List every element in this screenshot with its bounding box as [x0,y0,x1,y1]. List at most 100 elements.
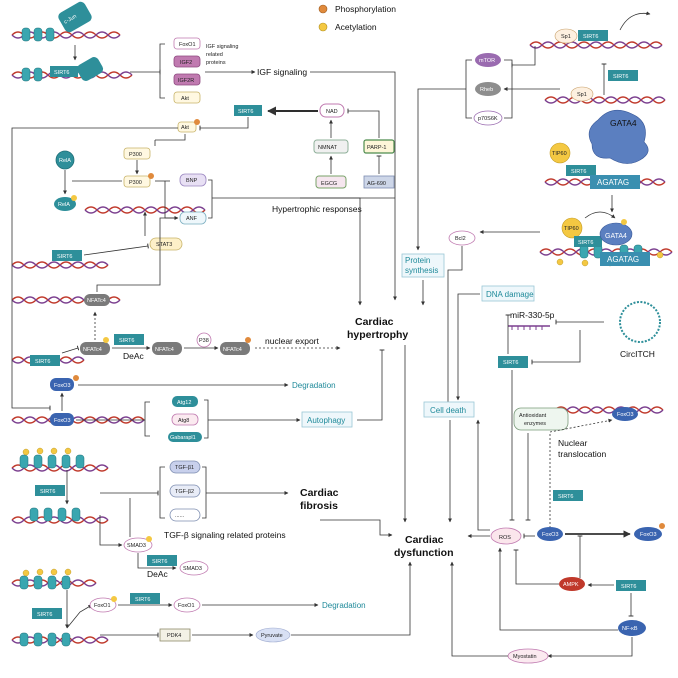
gata4-node [588,109,649,164]
sirt6-gata-node [566,165,596,176]
nfatc4-ac-label: NFATc4 [83,347,102,353]
atg12-label: Atg12 [177,400,191,406]
nfatc4-p-node [220,342,250,355]
nfatc4-label: NFATc4 [155,347,174,353]
bracket [159,466,165,519]
foxo3-right-label: FoxO3 [542,532,559,538]
gata4b-node [599,222,633,246]
relab-label: RelA [58,202,70,208]
dna-strand-12 [529,41,663,49]
arrow [619,11,651,31]
antioxidant-node [513,407,569,431]
nfatc4-ac-node [80,342,110,355]
nucleosome-icon [19,632,29,647]
nucleosome-icon [47,454,57,469]
outcomes: Cardiac hypertrophy Cardiac fibrosis Car… [300,197,454,559]
inhibit-arrow [357,349,385,421]
autophagy-node [301,411,353,428]
phosphorylation-icon [318,4,328,14]
p38-label: P38 [199,338,209,344]
sirt6-top-node [578,30,608,41]
acetylation-icon [318,22,328,32]
nucleosome-icon [57,507,67,522]
atg12-node [172,396,198,407]
tgfb2-label: TGF-β2 [175,489,194,495]
igf-signaling-label: IGF signaling [257,67,307,77]
arrow [549,418,613,528]
tgf-caption: TGF-β signaling related proteins [164,530,286,540]
sirt6-smad-label: SIRT6 [152,559,168,565]
nucleosome-icon [19,454,29,469]
cardiac-fibrosis-2: fibrosis [300,500,338,512]
dna-strand-4b [11,261,109,269]
mtor-node [475,53,501,67]
sirt6-tgf-node [35,485,65,496]
sirt6b-label: SIRT6 [578,240,594,246]
mir-label: miR-330-5p [510,310,555,320]
bracket [465,59,472,119]
antioxidant-2: enzymes [524,421,546,427]
sirt6-deac-label: SIRT6 [119,338,135,344]
atg8-node [171,413,199,426]
foxo1-label: FoxO1 [178,603,195,609]
cjun-bound [76,57,104,81]
nfatc4-dna-label: NFATc4 [87,298,106,304]
tgf-group: SIRT6 TGF-β1 TGF-β2 ...... TGF-β signali… [35,460,289,579]
sirt6-right-b-node [553,490,583,501]
sirt6-right-c-label: SIRT6 [621,584,637,590]
agatagb-node [600,252,650,266]
sirt6-foxo1-node [32,608,62,619]
nucleosome-icon [71,507,81,522]
rheb-node [475,82,501,96]
ampk-node [559,577,585,591]
anf-node [179,211,207,225]
smad3-label: SMAD3 [183,566,202,572]
autophagy-label: Autophagy [307,416,345,425]
acetyl-mark [22,448,30,456]
sp1-top-node [554,28,578,44]
ampk-label: AMPK [563,582,579,588]
sirt6-stat3-label: SIRT6 [57,254,73,260]
sirt6-foxo1b-node [130,593,160,604]
acetyl-mark [71,195,77,201]
nucleosome-icon [33,67,43,82]
pyruvate-node [255,627,291,643]
nuclear-1: Nuclear [558,438,587,448]
gabarapl1-node [168,432,202,442]
nucleosome-icon [61,575,71,590]
cjun-protein [58,1,92,33]
acetyl-mark [50,447,58,455]
nucleosome-icon [75,454,85,469]
sirt6b-node [574,236,602,247]
igf2r-label: IGF2R [178,78,194,84]
nfatc4-p-label: NFATc4 [223,347,242,353]
arrow [66,604,93,629]
acetyl-mark [556,258,564,266]
nucleosome-icon [43,507,53,522]
foxo3p-right-node [634,527,662,541]
acetyl-mark [36,447,44,455]
smad3-node [179,560,209,576]
acetyl-mark [111,596,117,602]
acetyl-mark [146,536,152,542]
parp1-label: PARP-1 [367,145,386,151]
bcl2-label: Bcl2 [455,236,466,242]
acetyl-mark [22,569,30,577]
foxo3-dna-node [612,407,638,421]
nfatc4-node [152,342,182,355]
rheb-label: Rheb [480,87,493,93]
arrow [450,561,508,657]
inhibit-arrow [61,345,80,354]
hypertrophy-genes: P300 P300 RelA RelA BNP ANF Hypertrophic… [52,140,395,306]
stat3-node [149,237,183,251]
legend-acetylation: Acetylation [335,22,377,32]
stat3-label: STAT3 [156,242,172,248]
sirt6-foxo1-label: SIRT6 [37,612,53,618]
arrow [547,637,633,658]
cjun-label: c-Jun [63,14,78,26]
foxo3p-label: FoxO3 [54,383,71,389]
foxo3-right-node [537,527,563,541]
akt-p-node [177,121,197,133]
foxo1-ac-label: FoxO1 [94,603,111,609]
